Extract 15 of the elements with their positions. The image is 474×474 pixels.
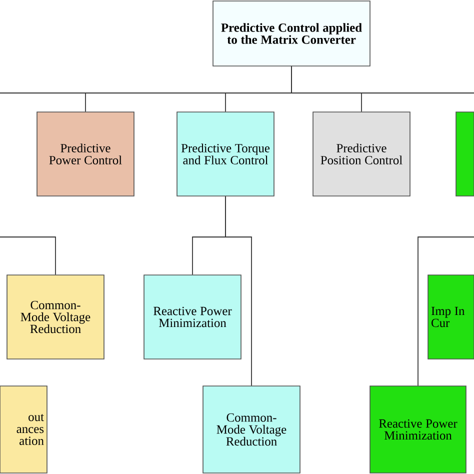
category-box: Predictive Power Control <box>36 112 134 196</box>
category-box: Common-Mode Voltage Reduction <box>202 386 300 474</box>
partial-box <box>456 112 474 196</box>
category-box: out ances ation <box>0 386 48 474</box>
connector-line <box>0 236 56 276</box>
category-box: Predictive Torque and Flux Control <box>176 112 274 196</box>
category-box: Reactive Power Minimization <box>370 386 466 474</box>
root-box: Predictive Control applied to the Matrix Converter <box>212 0 370 66</box>
category-box: Imp In Cur <box>428 274 474 360</box>
connector-line <box>418 236 474 386</box>
category-box: Predictive Position Control <box>312 112 410 196</box>
category-box: Common-Mode Voltage Reduction <box>6 274 104 360</box>
connector-line <box>225 196 252 386</box>
category-box: Reactive Power Minimization <box>144 274 242 360</box>
connector-line <box>291 66 474 94</box>
